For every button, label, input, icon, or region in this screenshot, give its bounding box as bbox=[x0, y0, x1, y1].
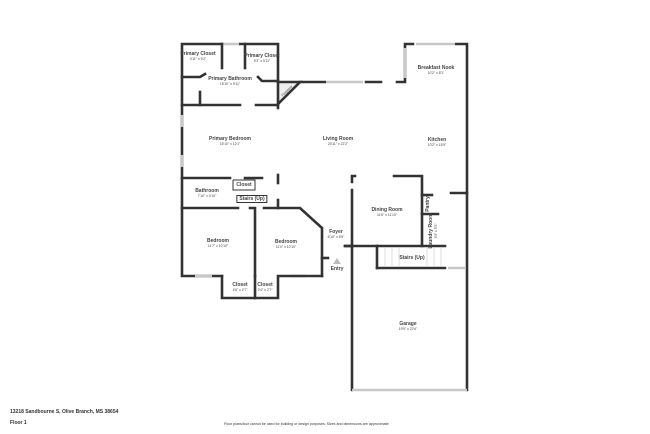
room-closet-hall: Closet bbox=[236, 182, 252, 188]
walls bbox=[180, 42, 469, 392]
entry-label: Entry bbox=[330, 266, 344, 272]
room-stairs-up-garage: Stairs (Up) bbox=[399, 255, 425, 261]
stairs-steps bbox=[384, 248, 442, 266]
entry-arrow-icon bbox=[333, 258, 341, 264]
room-pantry: Pantry bbox=[425, 196, 431, 212]
disclaimer: Floor plans/tour cannot be used for buil… bbox=[224, 422, 390, 426]
floor-label: Floor 1 bbox=[10, 420, 27, 426]
address: 13218 Sandbourne S, Olive Branch, MS 386… bbox=[10, 409, 119, 415]
room-stairs-up-left: Stairs (Up) bbox=[236, 195, 268, 203]
